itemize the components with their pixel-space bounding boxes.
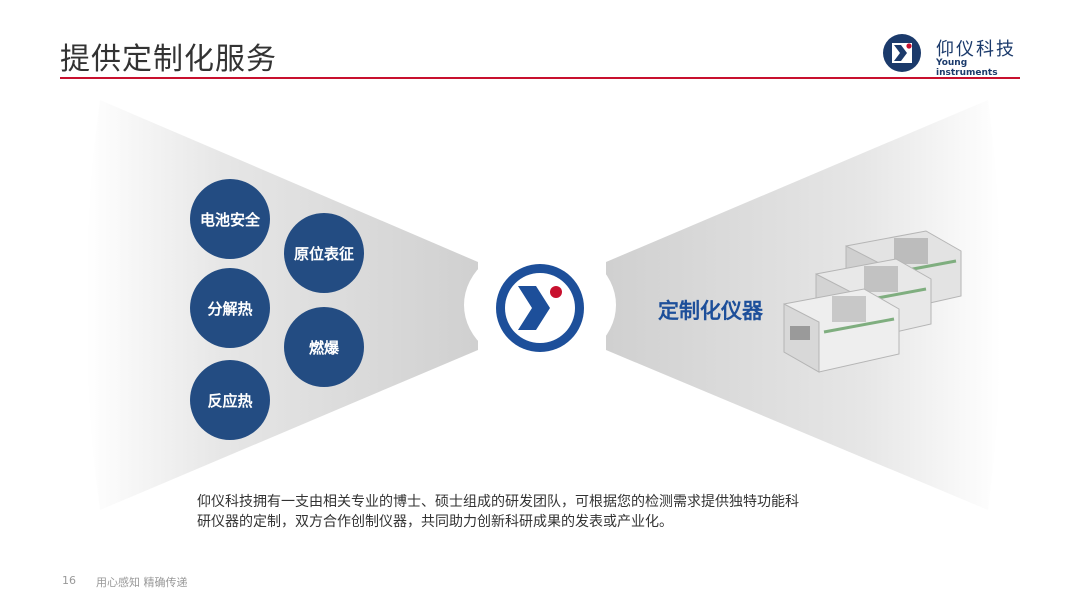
logo-name-cn: 仰仪科技 bbox=[936, 39, 1016, 60]
description: 仰仪科技拥有一支由相关专业的博士、硕士组成的研发团队，可根据您的检测需求提供独特… bbox=[197, 492, 917, 532]
logo-name-en: Young instruments bbox=[936, 58, 998, 78]
description-line: 研仪器的定制，双方合作创制仪器，共同助力创新科研成果的发表或产业化。 bbox=[197, 514, 673, 530]
service-battery-safety: 电池安全 bbox=[190, 179, 270, 259]
footer-slogan: 用心感知 精确传递 bbox=[96, 576, 188, 589]
young-instruments-logo-icon bbox=[883, 34, 921, 72]
page-title: 提供定制化服务 bbox=[60, 42, 277, 77]
page-number: 16 bbox=[62, 574, 76, 587]
young-instruments-logo-icon bbox=[496, 264, 584, 352]
left-funnel bbox=[86, 100, 478, 510]
service-in-situ-characterization: 原位表征 bbox=[284, 213, 364, 293]
title-divider bbox=[60, 77, 1020, 79]
lab-instrument-illustration bbox=[783, 230, 962, 373]
service-reaction-heat: 反应热 bbox=[190, 360, 270, 440]
product-label: 定制化仪器 bbox=[658, 299, 763, 323]
service-explosion: 燃爆 bbox=[284, 307, 364, 387]
description-line: 仰仪科技拥有一支由相关专业的博士、硕士组成的研发团队，可根据您的检测需求提供独特… bbox=[197, 494, 799, 510]
instrument-unit-front bbox=[783, 288, 900, 373]
company-logo: 仰仪科技 Young instruments bbox=[882, 33, 1022, 78]
service-decomposition-heat: 分解热 bbox=[190, 268, 270, 348]
